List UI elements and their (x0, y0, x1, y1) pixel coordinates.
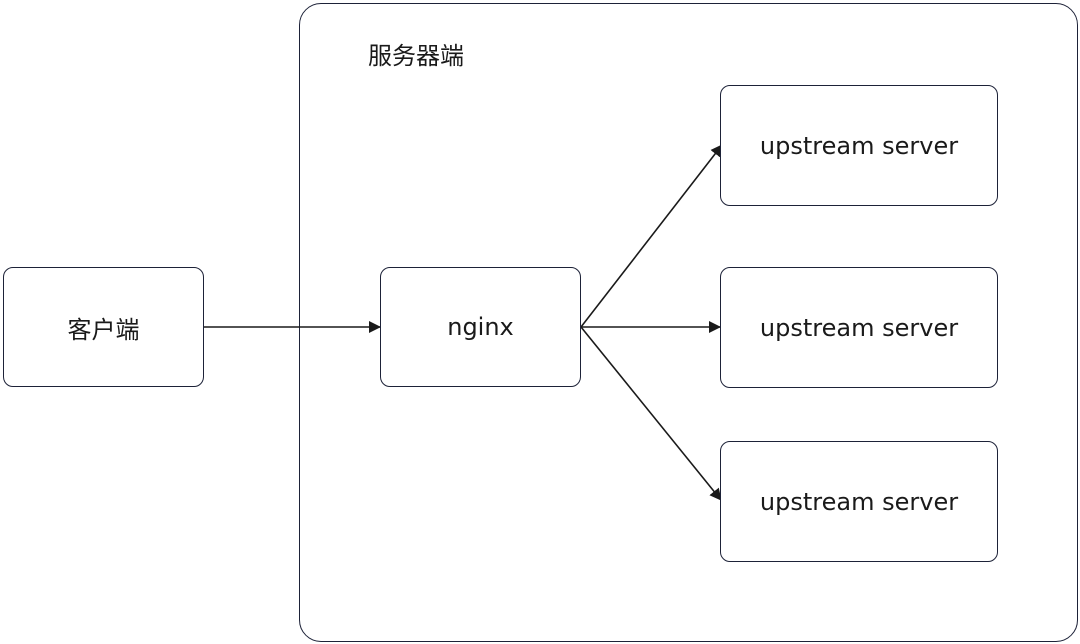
server-group-label: 服务器端 (368, 42, 464, 70)
server-group-container (299, 3, 1078, 642)
upstream-label-2: upstream server (759, 313, 959, 342)
upstream-label-1: upstream server (759, 131, 959, 160)
nginx-label: nginx (447, 313, 514, 341)
upstream-server-node-2: upstream server (720, 267, 998, 388)
upstream-server-node-3: upstream server (720, 441, 998, 562)
client-label: 客户端 (67, 315, 140, 344)
upstream-label-3: upstream server (759, 487, 959, 516)
arrow-nginx-to-upstream-3 (580, 326, 722, 501)
nginx-node: nginx (380, 267, 581, 387)
client-node: 客户端 (3, 267, 204, 387)
upstream-server-node-1: upstream server (720, 85, 998, 206)
arrow-nginx-to-upstream-1 (580, 144, 723, 328)
